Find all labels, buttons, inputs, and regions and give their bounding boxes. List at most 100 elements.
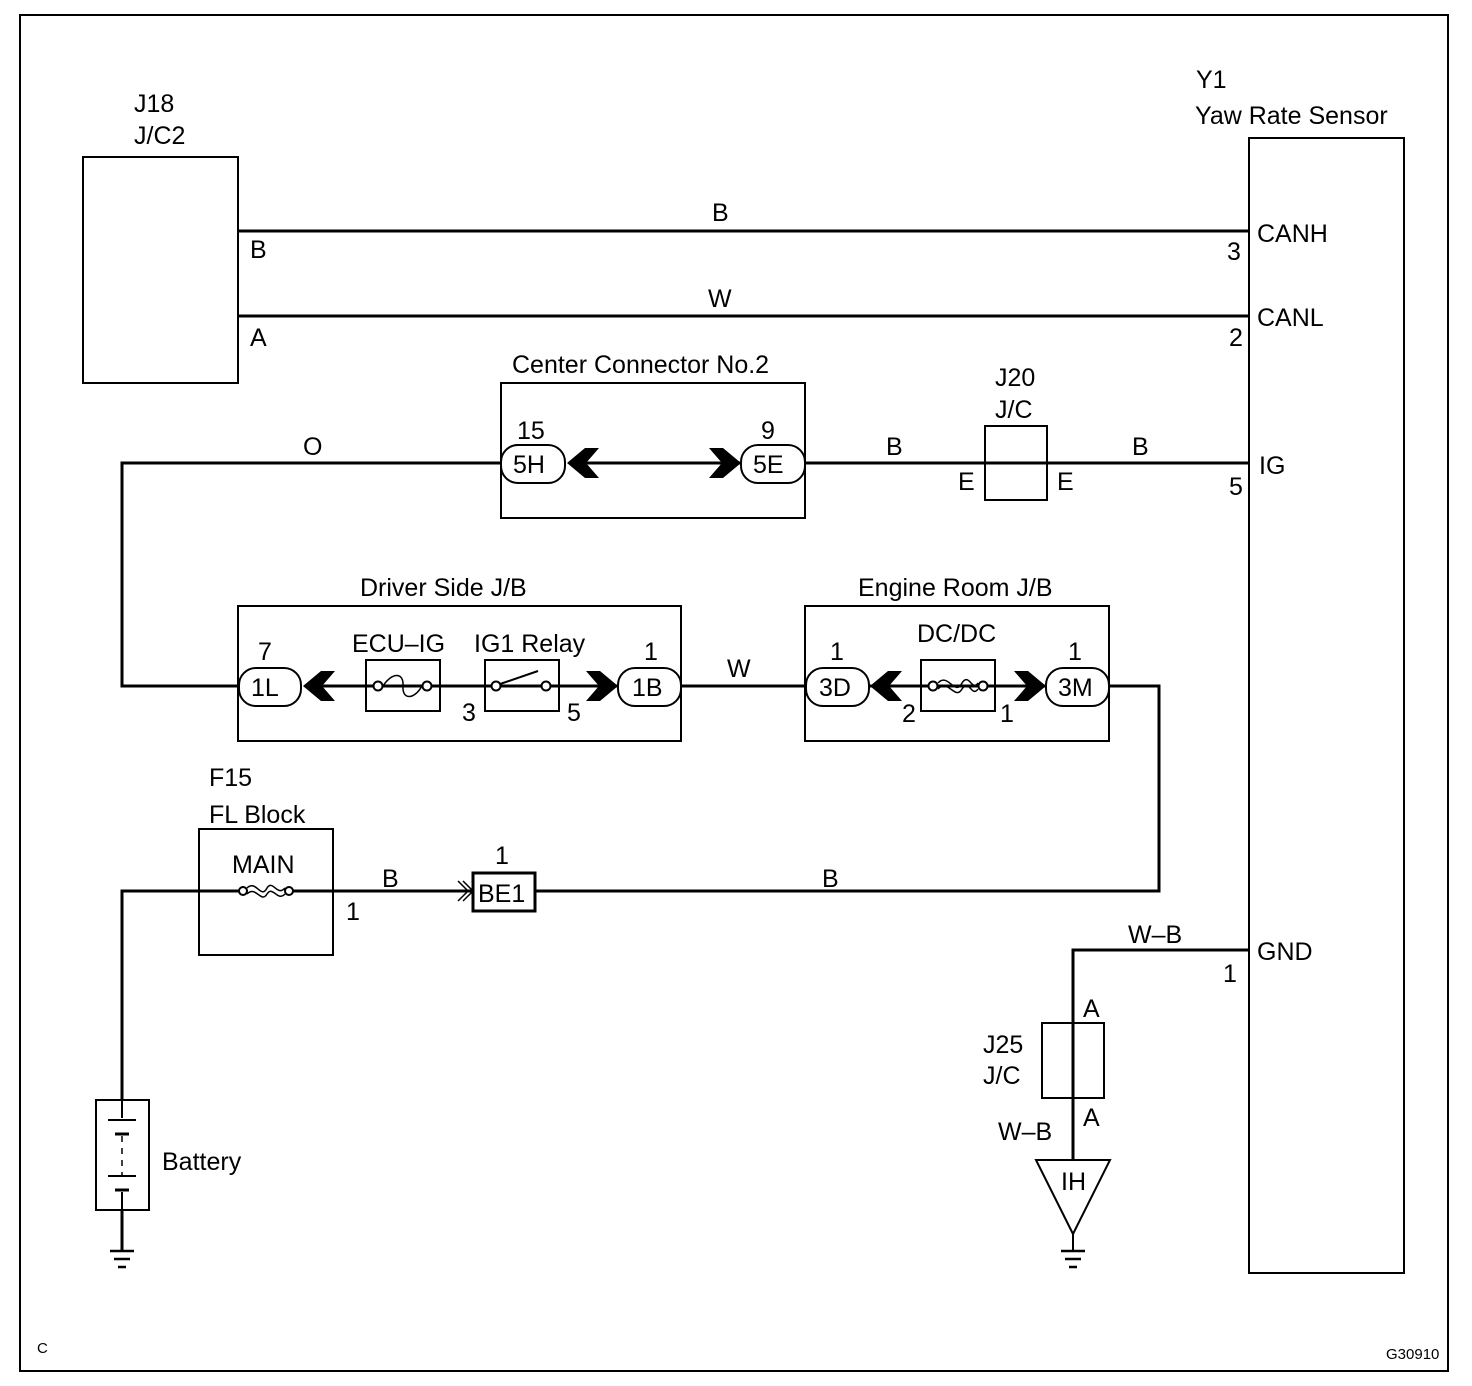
- ig-wire-color-right: B: [1132, 433, 1149, 461]
- be1-feed-wire: [535, 684, 1161, 893]
- ig-wire-orange: [120, 461, 502, 688]
- be1-connector: BE1 1: [457, 842, 537, 913]
- conn-3d: [805, 667, 870, 707]
- chevron-3m-icon: [1014, 671, 1046, 701]
- conn-5h: [500, 444, 566, 484]
- ig-wire-color-o: O: [303, 433, 322, 461]
- f15-out-pin: 1: [346, 898, 360, 926]
- y1-gnd-label: GND: [1257, 938, 1313, 966]
- y1-box: [1248, 137, 1405, 1274]
- gnd-wire: [1071, 948, 1249, 1160]
- dcdc-fuse-label: DC/DC: [917, 620, 996, 648]
- conn-5h-pin: 15: [517, 417, 545, 445]
- driver-side-jb: Driver Side J/B 1L 7 ECU–IG IG1 Relay 3 …: [237, 574, 682, 742]
- be1-box: [471, 871, 537, 913]
- diagram-frame: [19, 14, 1449, 1372]
- y1-canl-pin: 2: [1229, 324, 1243, 352]
- battery-cell-icon: [108, 1100, 136, 1210]
- gnd-wire-color-bottom: W–B: [998, 1118, 1052, 1146]
- chevron-5h-icon: [567, 448, 599, 478]
- dcdc-right-pin: 1: [1000, 700, 1014, 728]
- y1-gnd-pin: 1: [1223, 960, 1237, 988]
- conn-1b-label: 1B: [632, 674, 663, 702]
- conn-1l: [238, 667, 302, 707]
- center-connector-title: Center Connector No.2: [512, 351, 769, 379]
- battery-label: Battery: [162, 1148, 242, 1176]
- fl-out-wire-color: B: [382, 865, 399, 893]
- center-connector-no2: Center Connector No.2 5H 15 5E 9: [500, 351, 806, 519]
- j20-left-pin: E: [958, 468, 975, 496]
- ig1-relay-box: [484, 659, 560, 712]
- battery: Battery: [95, 1099, 242, 1269]
- yaw-rate-sensor: Y1 Yaw Rate Sensor CANH 3 CANL 2 IG 5 GN…: [1195, 66, 1405, 1274]
- conn-3m-pin: 1: [1068, 638, 1082, 666]
- j25-top-pin: A: [1083, 995, 1100, 1023]
- canh-wire-color: B: [712, 199, 729, 227]
- f15-id: F15: [209, 764, 252, 792]
- main-fusible-link-icon: [238, 884, 294, 898]
- engine-jb-title: Engine Room J/B: [858, 574, 1053, 602]
- conn-5e-pin: 9: [761, 417, 775, 445]
- y1-ig-label: IG: [1259, 452, 1285, 480]
- j18-junction-connector: J18 J/C2 B A: [82, 90, 267, 384]
- conn-3m-label: 3M: [1058, 674, 1093, 702]
- ecu-ig-fuse-icon: [372, 674, 433, 698]
- battery-ground-icon: [110, 1249, 134, 1269]
- engine-jb-box: [804, 605, 1110, 742]
- j25-box: [1041, 1022, 1105, 1099]
- conn-5e: [740, 444, 806, 484]
- j20-junction-connector: J20 J/C E E: [958, 364, 1074, 501]
- driver-jb-box: [237, 605, 682, 742]
- corner-code: C: [37, 1340, 48, 1357]
- gnd-wire-color-top: W–B: [1128, 921, 1182, 949]
- j18-name: J/C2: [134, 122, 185, 150]
- ground-point-ih: IH: [1034, 1159, 1112, 1269]
- j20-name: J/C: [995, 396, 1033, 424]
- ig-wire-color-mid: B: [886, 433, 903, 461]
- ecu-ig-fuse-label: ECU–IG: [352, 630, 445, 658]
- y1-canl-label: CANL: [1257, 304, 1324, 332]
- f15-name: FL Block: [209, 801, 306, 829]
- f15-fl-block: F15 FL Block MAIN 1: [198, 764, 360, 956]
- ground-point-label: IH: [1061, 1168, 1086, 1196]
- be1-feed-wire-color: B: [822, 865, 839, 893]
- dcdc-left-pin: 2: [902, 700, 916, 728]
- be1-label: BE1: [478, 880, 525, 908]
- conn-3d-pin: 1: [830, 638, 844, 666]
- ecu-ig-fuse-box: [365, 659, 441, 712]
- chevron-1b-icon: [586, 671, 618, 701]
- conn-1l-label: 1L: [251, 674, 279, 702]
- y1-name: Yaw Rate Sensor: [1195, 102, 1388, 130]
- y1-id: Y1: [1196, 66, 1227, 94]
- center-connector-box: [500, 382, 806, 519]
- be1-arrow-icon: [457, 880, 470, 902]
- main-fuse-label: MAIN: [232, 851, 295, 879]
- relay-switch-icon: [490, 670, 552, 692]
- conn-1l-pin: 7: [258, 638, 272, 666]
- conn-5e-label: 5E: [753, 451, 784, 479]
- ground-point-triangle: [1034, 1159, 1112, 1237]
- relay-in-pin: 3: [462, 699, 476, 727]
- chevron-3d-icon: [870, 671, 902, 701]
- j25-bottom-pin: A: [1083, 1104, 1100, 1132]
- j20-id: J20: [995, 364, 1035, 392]
- j20-right-pin: E: [1057, 468, 1074, 496]
- ig1-relay-label: IG1 Relay: [474, 630, 586, 658]
- j18-box: [82, 156, 239, 384]
- canl-wire-color: W: [708, 285, 732, 313]
- y1-ig-pin: 5: [1229, 473, 1243, 501]
- battery-feed-wire: [120, 889, 239, 1100]
- conn-3d-label: 3D: [819, 674, 851, 702]
- j18-pin-a: A: [250, 324, 267, 352]
- j25-id: J25: [983, 1031, 1023, 1059]
- y1-canh-pin: 3: [1227, 238, 1241, 266]
- be1-pin: 1: [495, 842, 509, 870]
- engine-room-jb: Engine Room J/B 3D 1 2 DC/DC 1 3M 1: [804, 574, 1110, 742]
- j25-junction-connector: A A J25 J/C: [983, 995, 1105, 1132]
- conn-5h-label: 5H: [513, 451, 545, 479]
- jb-link-wire-color: W: [727, 655, 751, 683]
- figure-id: G30910: [1386, 1346, 1439, 1363]
- chassis-ground-icon: [1061, 1249, 1085, 1269]
- chevron-5e-icon: [709, 448, 741, 478]
